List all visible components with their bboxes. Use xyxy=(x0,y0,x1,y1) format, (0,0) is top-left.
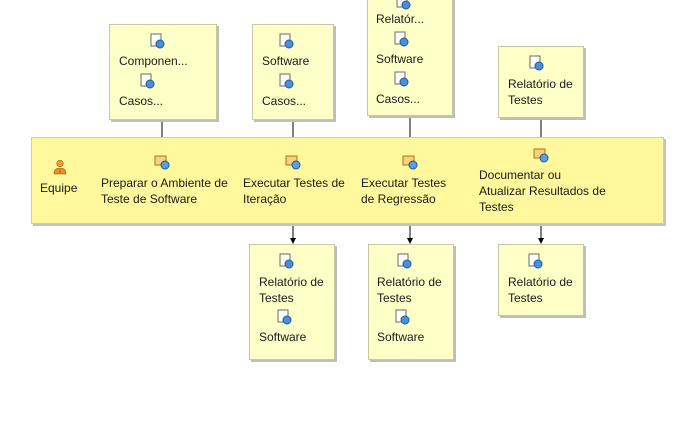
artifact-label[interactable]: Software xyxy=(377,330,425,344)
input-artifacts-note xyxy=(367,0,453,116)
artifact-label[interactable]: Relatório de Testes xyxy=(377,275,442,305)
artifact-icon[interactable] xyxy=(528,55,544,71)
artifact-icon[interactable] xyxy=(527,253,543,269)
task-icon[interactable] xyxy=(154,154,170,170)
task-icon[interactable] xyxy=(402,154,418,170)
task-label[interactable]: Preparar o Ambiente de Teste de Software xyxy=(101,176,228,206)
task-icon[interactable] xyxy=(285,154,301,170)
task-label[interactable]: Executar Testes de Iteração xyxy=(243,176,345,206)
artifact-label[interactable]: Casos... xyxy=(376,92,421,106)
role-icon xyxy=(53,159,67,175)
artifact-label[interactable]: Relatório de Testes xyxy=(259,275,324,305)
artifact-icon[interactable] xyxy=(139,73,155,89)
input-artifacts-note xyxy=(498,46,584,118)
artifact-label[interactable]: Casos... xyxy=(119,94,164,108)
artifact-icon[interactable] xyxy=(393,31,409,47)
artifact-label[interactable]: Relatór... xyxy=(376,12,425,26)
input-artifacts-note xyxy=(252,24,334,120)
artifact-label[interactable]: Software xyxy=(376,52,424,66)
task-label[interactable]: Documentar ou Atualizar Resultados de Te… xyxy=(479,168,606,214)
artifact-label[interactable]: Casos... xyxy=(262,94,307,108)
artifact-label[interactable]: Software xyxy=(259,330,307,344)
artifact-icon[interactable] xyxy=(393,71,409,87)
artifact-icon[interactable] xyxy=(149,33,165,49)
artifact-icon[interactable] xyxy=(395,0,411,10)
artifact-label[interactable]: Software xyxy=(262,54,310,68)
artifact-icon[interactable] xyxy=(278,73,294,89)
artifact-label[interactable]: Componen... xyxy=(119,54,188,68)
role-label: Equipe xyxy=(40,181,78,195)
artifact-icon[interactable] xyxy=(396,253,412,269)
artifact-icon[interactable] xyxy=(276,309,292,325)
swimlane-band xyxy=(31,137,664,224)
input-artifacts-note xyxy=(109,24,217,120)
artifact-label[interactable]: Relatório de Testes xyxy=(508,77,573,107)
artifact-icon[interactable] xyxy=(278,33,294,49)
artifact-label[interactable]: Relatório de Testes xyxy=(508,275,573,305)
task-icon[interactable] xyxy=(533,147,549,163)
task-label[interactable]: Executar Testes de Regressão xyxy=(361,176,447,206)
artifact-icon[interactable] xyxy=(278,253,294,269)
output-artifacts-note xyxy=(498,244,584,316)
artifact-icon[interactable] xyxy=(394,309,410,325)
